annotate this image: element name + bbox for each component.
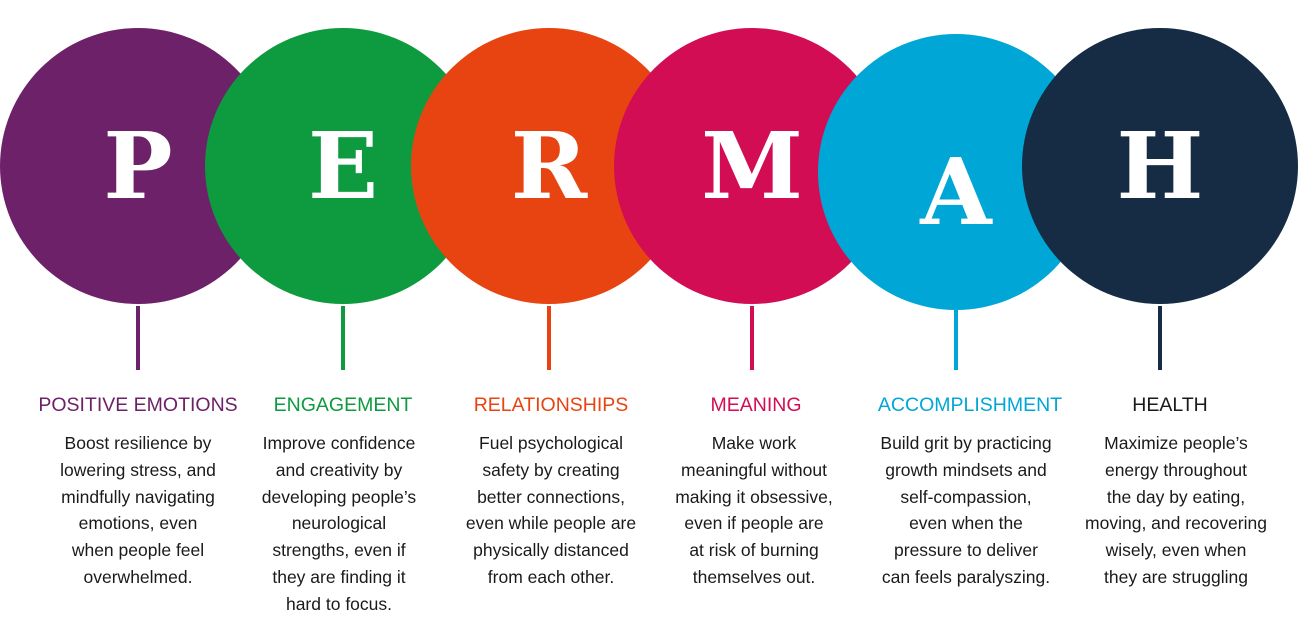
letter-accomplishment: A bbox=[920, 138, 992, 246]
description-line: at risk of burning bbox=[689, 540, 819, 561]
title-positive-emotions: POSITIVE EMOTIONS bbox=[38, 394, 238, 416]
description-engagement: Improve confidence and creativity by devel… bbox=[239, 430, 439, 618]
description-line: they are finding it bbox=[272, 566, 406, 587]
title-meaning: MEANING bbox=[710, 394, 802, 416]
description-line: the day by eating, bbox=[1106, 486, 1246, 507]
description-line: Boost resilience by bbox=[64, 433, 212, 453]
description-line: emotions, even bbox=[78, 513, 198, 534]
description-meaning: Make work meaningful without making it obs… bbox=[654, 430, 854, 591]
description-line: meaningful without bbox=[681, 459, 827, 480]
letter-meaning: M bbox=[701, 112, 803, 220]
description-line: physically distanced bbox=[473, 540, 629, 561]
stem-positive-emotions bbox=[136, 306, 140, 370]
title-health: HEALTH bbox=[1132, 394, 1208, 416]
letter-health: H bbox=[1116, 112, 1204, 220]
description-line: hard to focus. bbox=[285, 593, 393, 614]
letter-positive-emotions: P bbox=[103, 112, 173, 220]
description-line: strengths, even if bbox=[272, 540, 406, 561]
description-line: developing people’s bbox=[261, 486, 417, 507]
description-line: self-compassion, bbox=[900, 486, 1032, 507]
letter-relationships: R bbox=[510, 112, 588, 220]
description-line: lowering stress, and bbox=[60, 459, 216, 480]
description-line: Build grit by practicing bbox=[880, 433, 1052, 453]
description-line: themselves out. bbox=[692, 566, 816, 587]
description-line: when people feel bbox=[71, 540, 205, 561]
description-line: and creativity by bbox=[275, 459, 403, 480]
circle-health: H bbox=[1022, 28, 1298, 304]
description-line: they are struggling bbox=[1104, 566, 1248, 587]
description-line: making it obsessive, bbox=[675, 486, 833, 507]
description-line: overwhelmed. bbox=[83, 566, 193, 587]
title-relationships: RELATIONSHIPS bbox=[473, 394, 629, 416]
description-line: safety by creating bbox=[482, 459, 620, 480]
description-accomplishment: Build grit by practicing growth mindsets … bbox=[866, 430, 1066, 591]
description-line: energy throughout bbox=[1104, 459, 1248, 480]
description-line: neurological bbox=[291, 513, 387, 534]
description-line: mindfully navigating bbox=[61, 486, 215, 507]
description-line: moving, and recovering bbox=[1085, 513, 1267, 534]
description-line: Make work bbox=[711, 433, 797, 453]
description-line: Improve confidence bbox=[262, 433, 416, 453]
description-line: wisely, even when bbox=[1105, 540, 1247, 561]
description-line: even when the bbox=[909, 513, 1023, 534]
description-line: Maximize people’s bbox=[1104, 433, 1248, 453]
stem-health bbox=[1158, 306, 1162, 370]
description-line: can feels paralyszing. bbox=[881, 566, 1051, 587]
description-line: from each other. bbox=[487, 566, 615, 587]
description-line: growth mindsets and bbox=[885, 459, 1047, 480]
description-line: Fuel psychological bbox=[479, 433, 623, 453]
stem-meaning bbox=[750, 306, 754, 370]
title-engagement: ENGAGEMENT bbox=[273, 394, 413, 416]
description-positive-emotions: Boost resilience by lowering stress, and m… bbox=[38, 430, 238, 591]
description-line: better connections, bbox=[477, 486, 625, 507]
description-health: Maximize people’s energy throughout the da… bbox=[1076, 430, 1276, 591]
description-line: even while people are bbox=[465, 513, 637, 534]
title-accomplishment: ACCOMPLISHMENT bbox=[877, 394, 1063, 416]
description-line: even if people are bbox=[684, 513, 824, 534]
stem-relationships bbox=[547, 306, 551, 370]
letter-engagement: E bbox=[307, 112, 379, 220]
stem-accomplishment bbox=[954, 306, 958, 370]
stem-engagement bbox=[341, 306, 345, 370]
description-line: pressure to deliver bbox=[894, 540, 1038, 561]
description-relationships: Fuel psychological safety by creating bett… bbox=[451, 430, 651, 591]
